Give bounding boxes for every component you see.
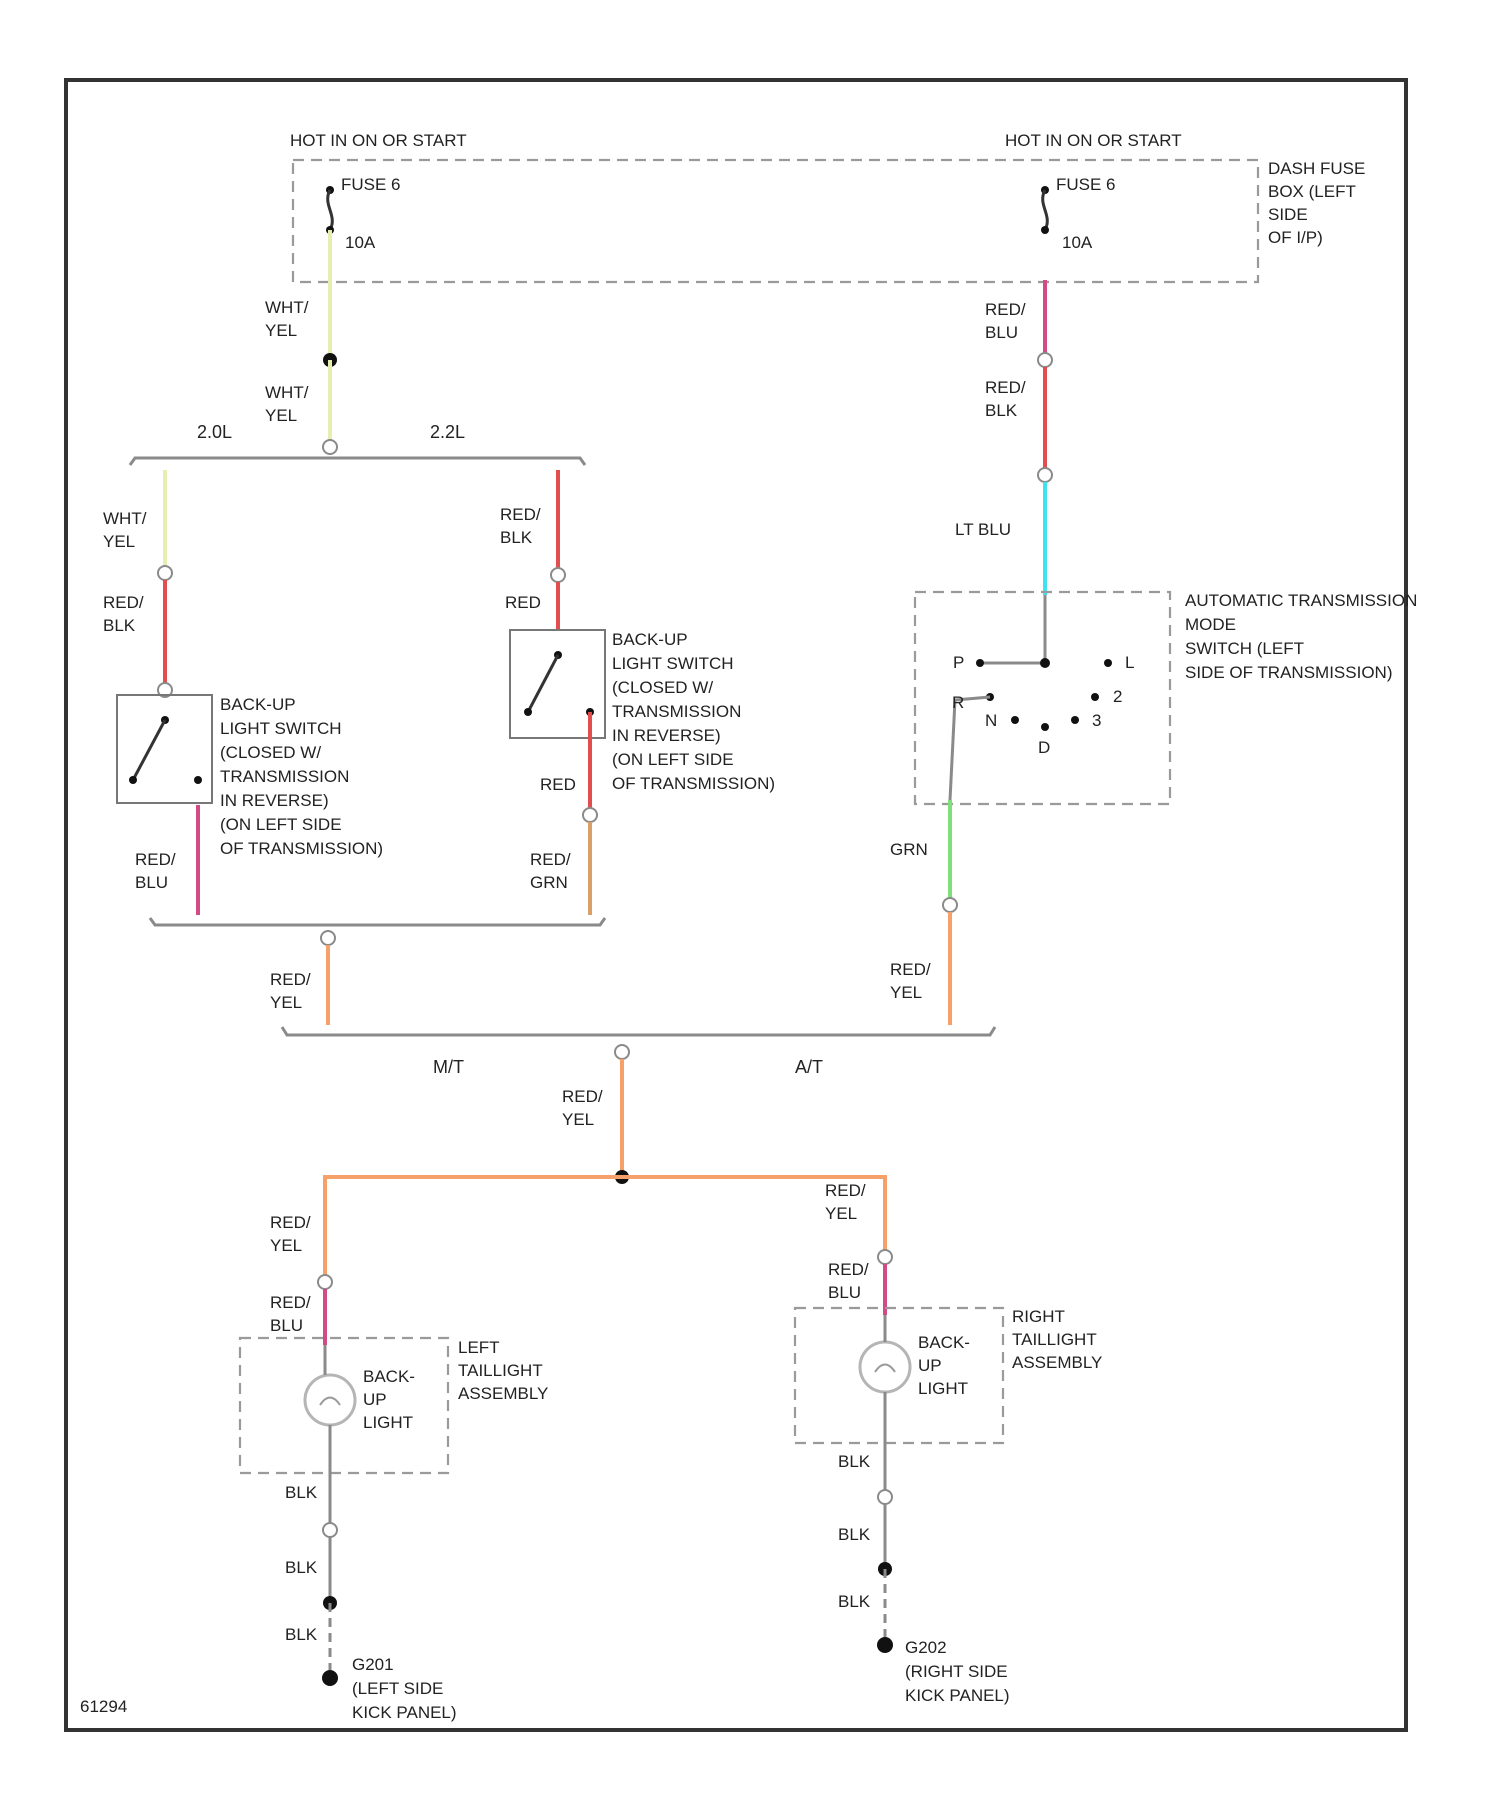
label-blk-6: BLK bbox=[838, 1592, 871, 1611]
at-pos-p: P bbox=[953, 653, 964, 672]
hot-label-left: HOT IN ON OR START bbox=[290, 131, 467, 150]
label-red-a: RED bbox=[505, 593, 541, 612]
label-red-yel-b: RED/YEL bbox=[890, 960, 931, 1002]
label-red-b: RED bbox=[540, 775, 576, 794]
label-red-blu-c: RED/BLU bbox=[270, 1293, 311, 1335]
trans-merge-bus bbox=[282, 1027, 995, 1035]
backup-switch-2-0l-box bbox=[117, 695, 212, 803]
at-pos-3: 3 bbox=[1092, 711, 1101, 730]
figure-id: 61294 bbox=[80, 1697, 127, 1716]
at-pos-n: N bbox=[985, 711, 997, 730]
label-blk-1: BLK bbox=[285, 1483, 318, 1502]
label-mt: M/T bbox=[433, 1057, 464, 1077]
fuse-left-name: FUSE 6 bbox=[341, 175, 401, 194]
connector-at-c bbox=[943, 898, 957, 912]
fuse-left bbox=[326, 186, 334, 234]
label-red-blk-c: RED/BLK bbox=[985, 378, 1026, 420]
connector-left-lamp bbox=[318, 1275, 332, 1289]
label-wht-yel-3: WHT/YEL bbox=[103, 509, 147, 551]
label-blk-4: BLK bbox=[838, 1452, 871, 1471]
connector-left-ground bbox=[323, 1523, 337, 1537]
at-pos-2: 2 bbox=[1113, 687, 1122, 706]
left-backup-bulb-icon bbox=[305, 1375, 355, 1425]
label-lt-blu: LT BLU bbox=[955, 520, 1011, 539]
label-2-2l: 2.2L bbox=[430, 422, 465, 442]
connector-at-a bbox=[1038, 353, 1052, 367]
hot-label-right: HOT IN ON OR START bbox=[1005, 131, 1182, 150]
label-red-yel-c: RED/YEL bbox=[562, 1087, 603, 1129]
wire-red-yel-d bbox=[325, 1177, 622, 1275]
engine-split-bus bbox=[130, 458, 585, 465]
label-red-grn: RED/GRN bbox=[530, 850, 571, 892]
label-wht-yel-2: WHT/YEL bbox=[265, 383, 309, 425]
backup-switch-2-0l bbox=[129, 716, 202, 784]
at-pos-r: R bbox=[952, 693, 964, 712]
label-red-blu-a: RED/BLU bbox=[985, 300, 1026, 342]
label-2-0l: 2.0L bbox=[197, 422, 232, 442]
manual-merge-bus bbox=[150, 918, 605, 925]
connector-2-2l-a bbox=[551, 568, 565, 582]
fuse-right bbox=[1041, 186, 1049, 234]
label-blk-2: BLK bbox=[285, 1558, 318, 1577]
label-red-yel-e: RED/YEL bbox=[825, 1181, 866, 1223]
label-at: A/T bbox=[795, 1057, 823, 1077]
backup-switch-2-2l bbox=[524, 651, 594, 716]
at-pos-d: D bbox=[1038, 738, 1050, 757]
label-red-blu-b: RED/BLU bbox=[135, 850, 176, 892]
connector-at-b bbox=[1038, 468, 1052, 482]
label-red-yel-d: RED/YEL bbox=[270, 1213, 311, 1255]
label-blk-3: BLK bbox=[285, 1625, 318, 1644]
at-pos-l: L bbox=[1125, 653, 1134, 672]
engine-split-connector bbox=[323, 440, 337, 454]
fuse-left-rating: 10A bbox=[345, 233, 376, 252]
label-red-blu-d: RED/BLU bbox=[828, 1260, 869, 1302]
fuse-right-rating: 10A bbox=[1062, 233, 1093, 252]
fuse-right-name: FUSE 6 bbox=[1056, 175, 1116, 194]
right-backup-bulb-icon bbox=[860, 1342, 910, 1392]
ground-left bbox=[322, 1670, 338, 1686]
connector-2-0l-a bbox=[158, 566, 172, 580]
at-mode-switch-contacts bbox=[950, 658, 1112, 800]
trans-merge-connector bbox=[615, 1045, 629, 1059]
label-red-yel-a: RED/YEL bbox=[270, 970, 311, 1012]
label-red-blk-a: RED/BLK bbox=[103, 593, 144, 635]
connector-2-2l-b bbox=[583, 808, 597, 822]
connector-right-ground bbox=[878, 1490, 892, 1504]
connector-right-lamp bbox=[878, 1250, 892, 1264]
ground-right bbox=[877, 1637, 893, 1653]
label-grn: GRN bbox=[890, 840, 928, 859]
manual-merge-connector bbox=[321, 931, 335, 945]
label-red-blk-b: RED/BLK bbox=[500, 505, 541, 547]
label-wht-yel-1: WHT/YEL bbox=[265, 298, 309, 340]
label-blk-5: BLK bbox=[838, 1525, 871, 1544]
